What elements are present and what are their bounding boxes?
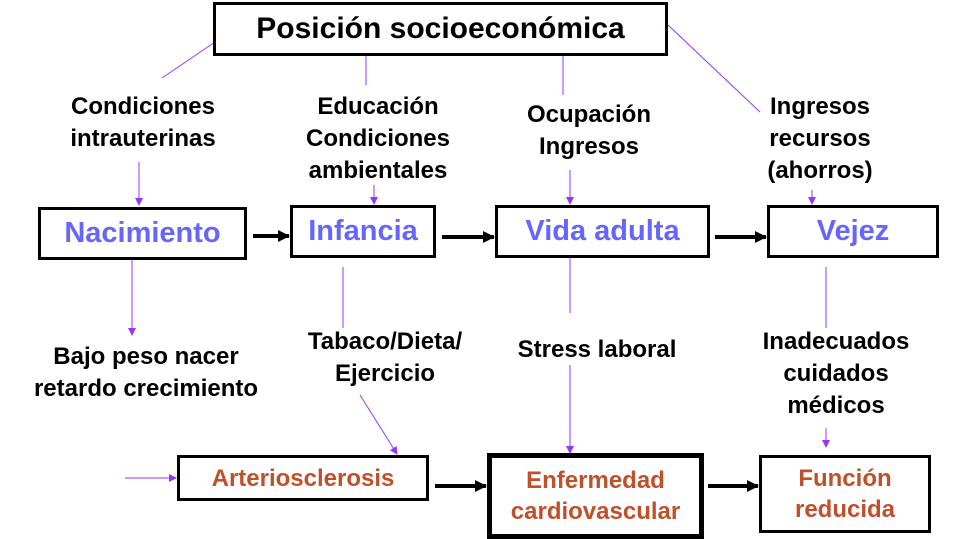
title-box: Posición socioeconómica [213,2,668,56]
connector-arrow [359,394,398,455]
stage-label: Nacimiento [64,217,221,249]
exposure-lifestyle: Tabaco/Dieta/Ejercicio [307,328,463,387]
stage-infancia: Infancia [290,205,436,258]
stage-nacimiento: Nacimiento [38,207,247,260]
connector-line [667,24,761,113]
outcome-arteriosclerosis: Arteriosclerosis [177,455,429,501]
diagram-title: Posición socioeconómica [256,12,625,45]
exposure-work-stress: Stress laboral [517,336,677,363]
stage-label: Infancia [308,215,418,247]
stage-vida-adulta: Vida adulta [495,205,710,258]
stage-label: Vejez [816,215,890,247]
stage-label: Vida adulta [525,215,680,247]
stage-vejez: Vejez [767,205,939,258]
connector-line [161,41,216,79]
